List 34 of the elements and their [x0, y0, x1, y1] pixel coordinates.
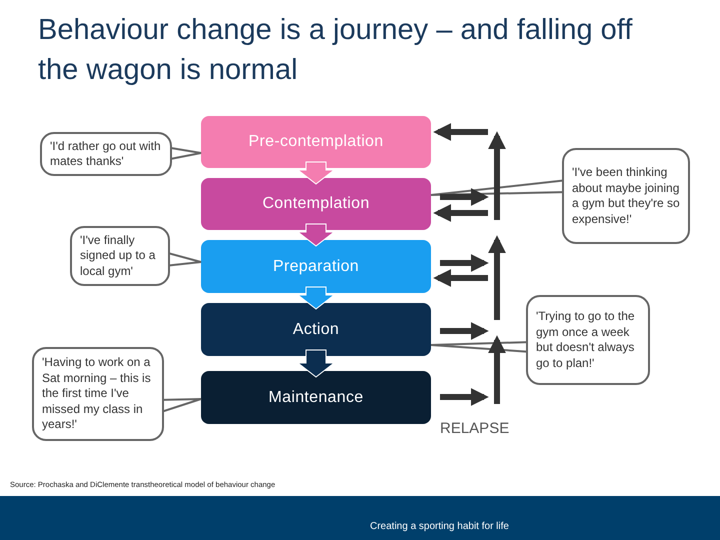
tagline: Creating a sporting habit for life [370, 521, 509, 532]
stage-label: Contemplation [262, 195, 370, 213]
slide-title: Behaviour change is a journey – and falling off the wagon is normal [38, 13, 634, 88]
speech-bubble [70, 226, 170, 286]
speech-bubble [526, 295, 650, 385]
relapse-arrow [440, 254, 489, 272]
speech-bubble [32, 347, 164, 441]
speech-bubble [40, 132, 172, 176]
stage-box [201, 371, 431, 424]
flow-arrow [296, 162, 336, 185]
relapse-arrow [433, 123, 488, 141]
flow-arrow [296, 286, 336, 310]
stage-box [201, 178, 431, 230]
quote-text: 'I'd rather go out with mates thanks' [50, 138, 162, 170]
relapse-arrow [433, 269, 488, 287]
stage-label: Preparation [272, 258, 360, 276]
relapse-label: RELAPSE [440, 420, 510, 437]
stage-box [201, 303, 431, 356]
quote-text: 'Trying to go to the gym once a week but doesn't always go to plan!' [536, 309, 636, 371]
relapse-arrow [440, 388, 489, 406]
speech-bubble [562, 148, 690, 244]
flow-arrow [296, 350, 336, 378]
stage-label: Pre-contemplation [248, 133, 384, 151]
flow-arrow [296, 224, 336, 247]
relapse-arrow [433, 204, 488, 222]
quote-text: 'I've finally signed up to a local gym' [80, 232, 156, 280]
quote-text: 'Having to work on a Sat morning – this is the first time I've missed my class in years!' [42, 355, 152, 433]
stage-label: Action [292, 320, 340, 338]
stage-label: Maintenance [268, 388, 364, 406]
quote-text: 'I've been thinking about maybe joining a gym but they're so expensive!' [572, 165, 680, 227]
relapse-arrow [440, 188, 489, 206]
stage-box [201, 116, 431, 168]
stage-box [201, 240, 431, 293]
relapse-arrow [440, 322, 489, 340]
